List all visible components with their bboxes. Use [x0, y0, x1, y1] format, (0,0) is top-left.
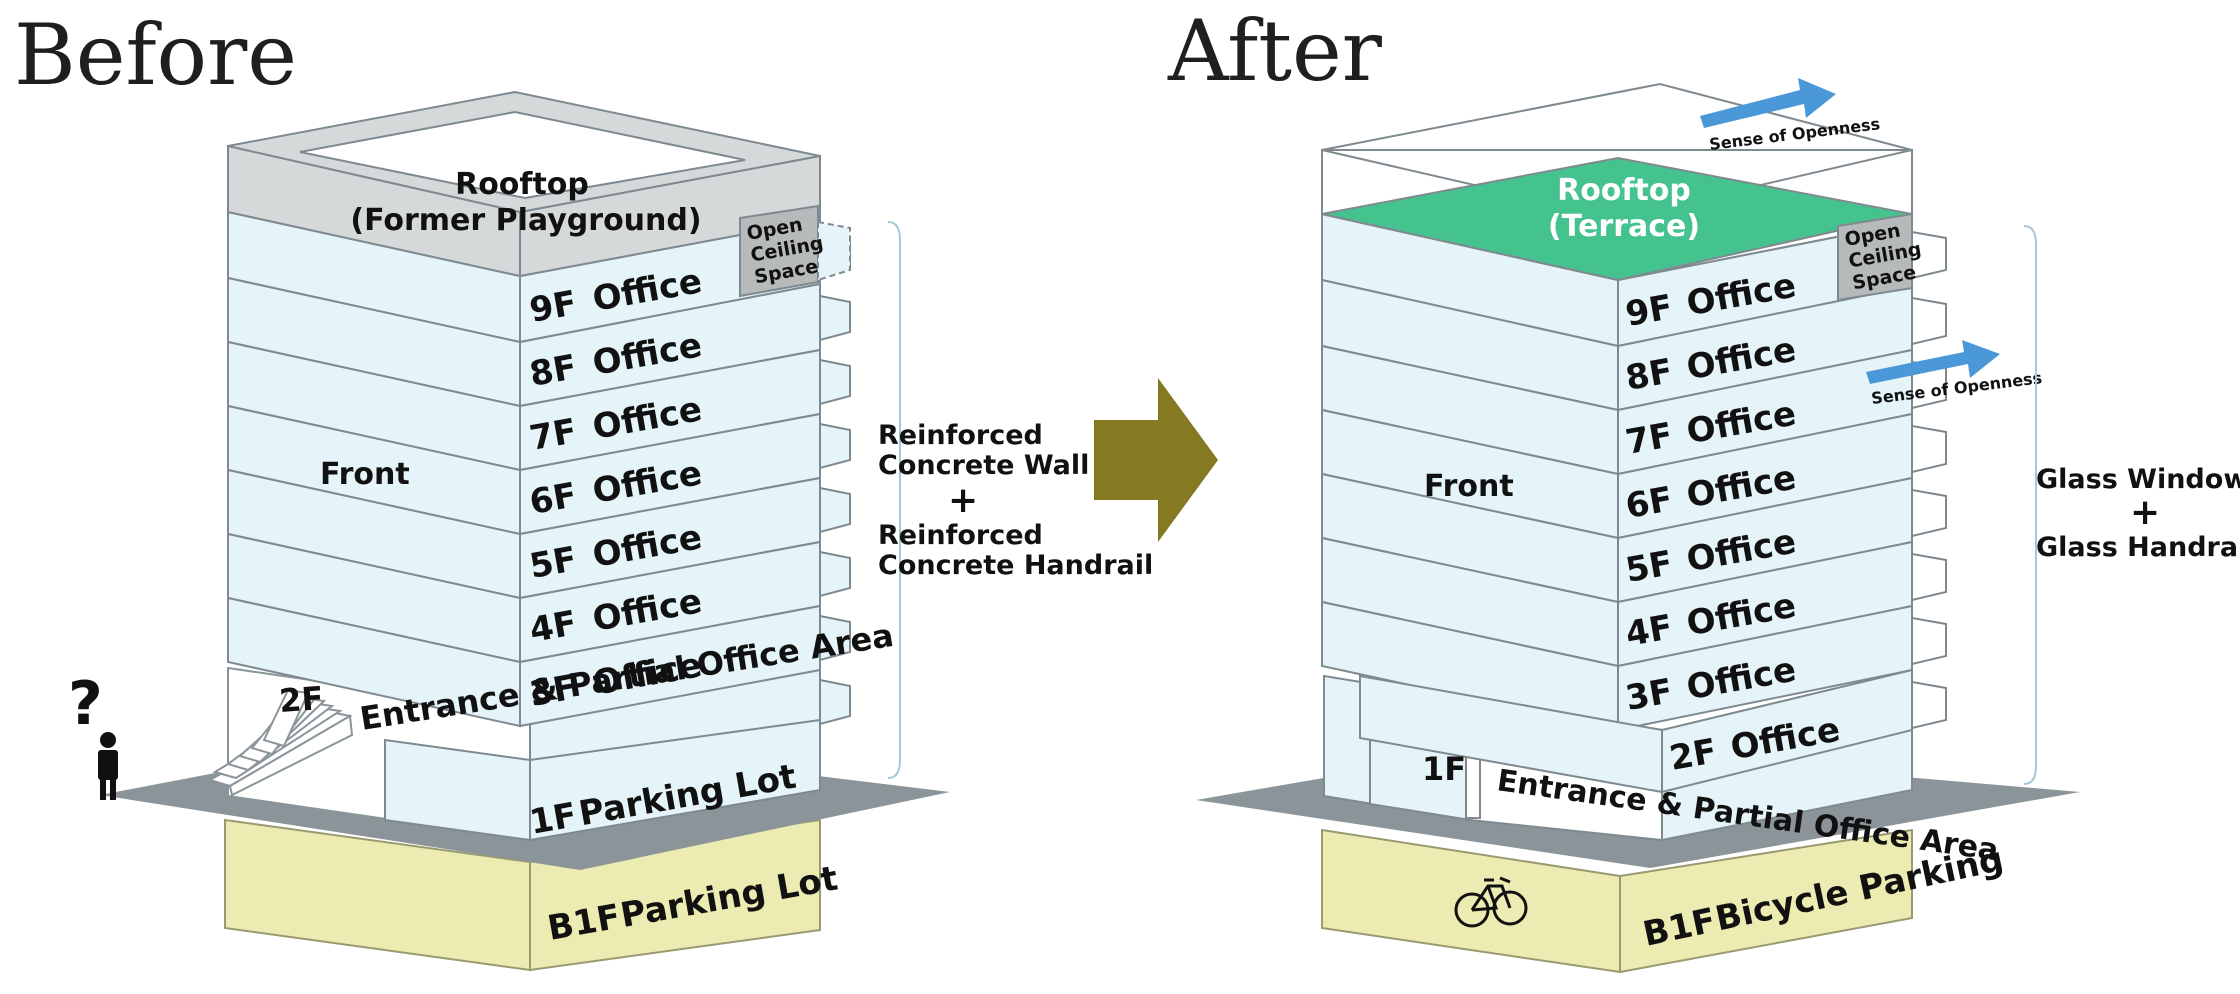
after-title: After [1167, 2, 1383, 100]
openness-arrow-top: Sense of Openness [1700, 78, 1881, 154]
after-balconies [1911, 230, 1947, 730]
svg-text:Glass Window: Glass Window [2036, 464, 2240, 495]
after-office-floors [1321, 212, 1913, 794]
svg-text:+: + [948, 480, 978, 521]
before-rooftop [227, 90, 821, 278]
svg-text:5F: 5F [527, 539, 580, 587]
svg-text:8F: 8F [1623, 351, 1676, 399]
before-rooftop-sublabel: (Former Playground) [350, 203, 701, 238]
svg-text:2F: 2F [278, 679, 325, 720]
svg-text:6F: 6F [527, 475, 580, 523]
after-rooftop-label: Rooftop [1557, 173, 1691, 208]
before-front-label: Front [320, 457, 410, 492]
svg-text:9F: 9F [527, 283, 580, 331]
before-title: Before [14, 6, 297, 104]
svg-text:7F: 7F [1623, 415, 1676, 463]
svg-text:4F: 4F [527, 603, 580, 651]
svg-text:Concrete Wall: Concrete Wall [878, 450, 1089, 481]
before-bracket [887, 221, 901, 779]
before-wall-note: Reinforced Concrete Wall + Reinforced Co… [878, 420, 1153, 581]
svg-text:9F: 9F [1623, 287, 1676, 335]
before-office-floors [227, 210, 821, 728]
before-base [207, 666, 821, 842]
svg-text:Reinforced: Reinforced [878, 420, 1043, 451]
svg-text:3F: 3F [527, 667, 580, 715]
svg-text:Concrete Handrail: Concrete Handrail [878, 550, 1153, 581]
svg-text:8F: 8F [527, 347, 580, 395]
before-open-ceiling-block [739, 204, 819, 298]
before-floor-3f: 3F Office [527, 645, 705, 715]
after-wall-note: Glass Window + Glass Handrail [2036, 464, 2240, 563]
svg-text:7F: 7F [527, 411, 580, 459]
before-stairs [207, 688, 354, 797]
svg-text:Glass Handrail: Glass Handrail [2036, 532, 2240, 563]
before-rooftop-label: Rooftop [455, 167, 589, 202]
question-mark: ? [68, 669, 103, 739]
svg-text:+: + [2130, 492, 2160, 533]
transition-arrow [1094, 378, 1218, 542]
svg-text:2F: 2F [1667, 731, 1720, 779]
after-building: Rooftop (Terrace) Open Ceiling Space Sen… [1196, 78, 2240, 974]
before-floor-labels: 9F Office 8F Office 7F Office 6F Office … [527, 261, 705, 715]
before-entrance-label: 2F [278, 679, 325, 720]
svg-text:6F: 6F [1623, 479, 1676, 527]
svg-text:1F: 1F [527, 795, 580, 843]
person-icon [98, 732, 118, 800]
svg-text:3F: 3F [1623, 671, 1676, 719]
before-building: ? Rooftop (Former Playground) Open Ceili… [68, 90, 1153, 972]
svg-text:4F: 4F [1623, 607, 1676, 655]
after-open-ceiling-block [1837, 212, 1913, 302]
after-basement [1321, 828, 1913, 974]
svg-text:Reinforced: Reinforced [878, 520, 1043, 551]
after-rooftop-sublabel: (Terrace) [1548, 209, 1700, 244]
after-rooftop [1321, 82, 1913, 282]
svg-text:5F: 5F [1623, 543, 1676, 591]
after-front-label: Front [1424, 469, 1514, 504]
after-1f-label: 1F [1422, 750, 1466, 788]
bicycle-icon [1454, 876, 1528, 928]
after-open-ceiling-label: Open Ceiling Space [1843, 220, 1923, 295]
